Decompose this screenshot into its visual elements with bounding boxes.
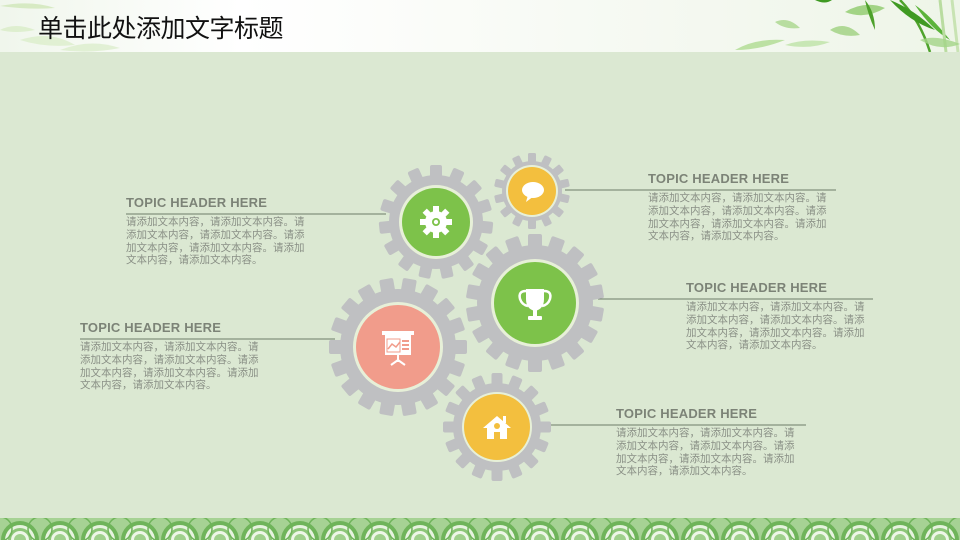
gear-trophy [466,234,604,372]
slide-title[interactable]: 单击此处添加文字标题 [38,14,284,43]
speech-bubble-icon [522,182,544,202]
gear-presentation [329,278,467,416]
gear-settings [378,165,494,279]
gear-home [443,373,551,481]
topic-body[interactable]: 请添加文本内容，请添加文本内容。请添加文本内容，请添加文本内容。请添加文本内容，… [648,192,827,243]
gear-chat [494,153,570,229]
topic-header[interactable]: TOPIC HEADER HERE [686,280,828,295]
leaf-decoration-left [0,3,120,52]
topic-header[interactable]: TOPIC HEADER HERE [616,406,758,421]
topic-body[interactable]: 请添加文本内容，请添加文本内容。请添加文本内容，请添加文本内容。请添加文本内容，… [80,341,259,392]
topic-block-top-right: TOPIC HEADER HERE 请添加文本内容，请添加文本内容。请添加文本内… [648,171,833,243]
topic-body[interactable]: 请添加文本内容，请添加文本内容。请添加文本内容，请添加文本内容。请添加文本内容，… [686,301,865,352]
topic-block-middle-right: TOPIC HEADER HERE 请添加文本内容，请添加文本内容。请添加文本内… [686,280,871,352]
trophy-icon [518,289,552,320]
bamboo-decoration [735,0,960,52]
topic-body[interactable]: 请添加文本内容，请添加文本内容。请添加文本内容，请添加文本内容。请添加文本内容，… [126,216,305,267]
topic-block-middle-left: TOPIC HEADER HERE 请添加文本内容，请添加文本内容。请添加文本内… [80,320,265,392]
gear-icon [420,206,452,238]
topic-header[interactable]: TOPIC HEADER HERE [80,320,222,335]
topic-body[interactable]: 请添加文本内容，请添加文本内容。请添加文本内容，请添加文本内容。请添加文本内容，… [616,427,795,478]
title-bar: 单击此处添加文字标题 [0,0,960,52]
topic-header[interactable]: TOPIC HEADER HERE [648,171,790,186]
presentation-board-icon [382,331,414,366]
topic-header[interactable]: TOPIC HEADER HERE [126,195,268,210]
house-icon [483,416,511,439]
topic-block-top-left: TOPIC HEADER HERE 请添加文本内容，请添加文本内容。请添加文本内… [126,195,311,267]
topic-block-bottom-right: TOPIC HEADER HERE 请添加文本内容，请添加文本内容。请添加文本内… [616,406,801,478]
wave-pattern-footer [0,518,960,540]
